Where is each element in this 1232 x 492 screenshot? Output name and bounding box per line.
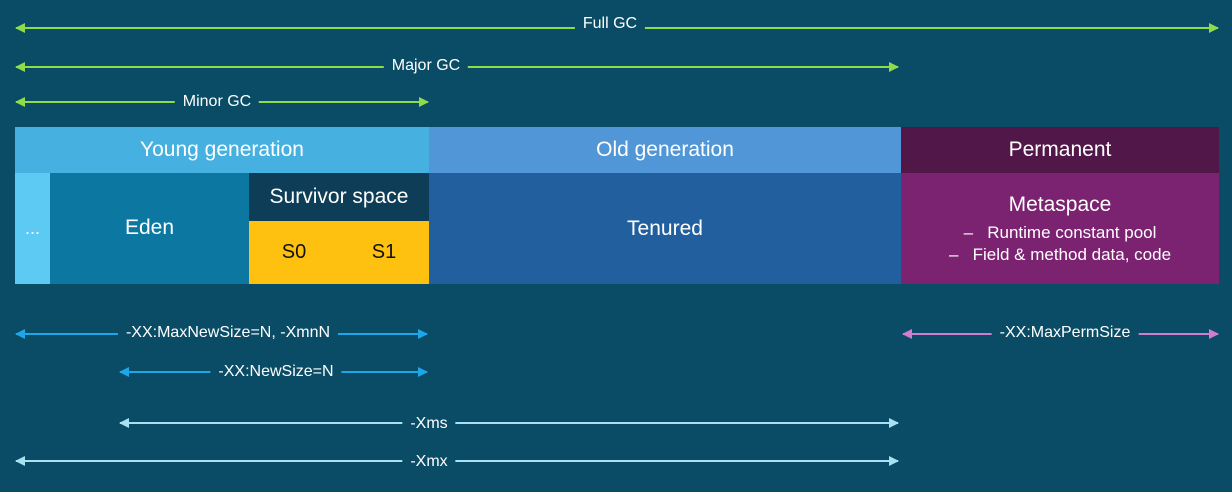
max-perm-size-label: -XX:MaxPermSize (991, 323, 1139, 343)
ellipsis-cell: ... (15, 173, 50, 284)
xms-label: -Xms (402, 414, 456, 434)
metaspace-block: Metaspace Runtime constant pool Field & … (901, 173, 1219, 284)
metaspace-item-runtime-constant-pool: Runtime constant pool (949, 222, 1171, 244)
tenured-space: Tenured (429, 173, 901, 284)
eden-space: Eden (50, 173, 249, 284)
permanent-header: Permanent (901, 127, 1219, 173)
survivor-s1: S1 (339, 221, 429, 284)
full-gc-label: Full GC (574, 14, 646, 34)
eden-label: Eden (124, 215, 175, 239)
minor-gc-label: Minor GC (174, 92, 260, 112)
young-generation-header: Young generation (15, 127, 429, 173)
xmx-label: -Xmx (402, 452, 456, 472)
survivor-space-header: Survivor space (249, 173, 429, 221)
old-generation-header: Old generation (429, 127, 901, 173)
max-new-size-label: -XX:MaxNewSize=N, -XmnN (117, 323, 339, 343)
new-size-label: -XX:NewSize=N (210, 362, 342, 382)
survivor-s0: S0 (249, 221, 339, 284)
metaspace-list: Runtime constant pool Field & method dat… (949, 222, 1171, 266)
metaspace-title: Metaspace (1008, 192, 1112, 216)
metaspace-item-field-method-data: Field & method data, code (949, 244, 1171, 266)
major-gc-label: Major GC (383, 56, 469, 76)
